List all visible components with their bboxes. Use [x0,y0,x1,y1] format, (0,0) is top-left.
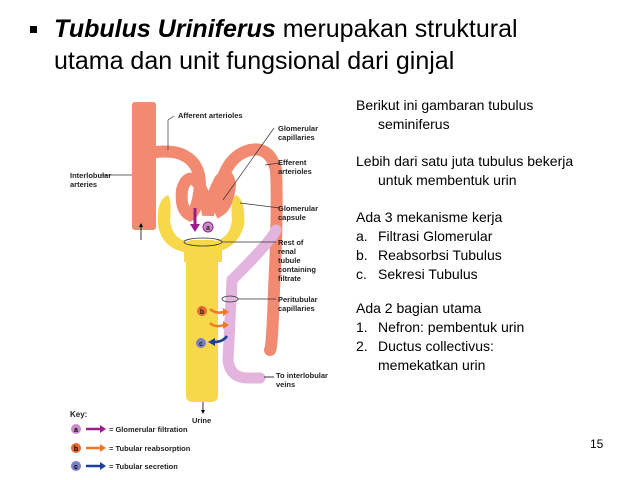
right-text-panel: Berikut ini gambaran tubulus seminiferus… [356,96,626,375]
square-bullet-icon [30,26,37,33]
title-line-2: utama dan unit fungsional dari ginjal [54,47,455,75]
label-capsule-2: capsule [278,213,306,222]
label-capsule-1: Glomerular [278,204,319,213]
part-item: 1.Nefron: pembentuk urin [356,319,525,335]
title-line-1: Tubulus Uriniferus merupakan struktural [54,14,518,45]
label-efferent-1: Efferent [278,158,307,167]
p3-heading: Ada 3 mekanisme kerja [356,209,503,225]
svg-text:b: b [74,446,78,453]
svg-text:c: c [74,464,78,471]
label-peritubular-1: Peritubular [278,295,318,304]
svg-text:c: c [199,341,203,348]
svg-text:b: b [200,309,204,316]
label-glomerular-capillaries-1: Glomerular [278,124,319,133]
key-item-a: = Glomerular filtration [109,425,188,434]
title-rest: merupakan struktural [275,15,518,43]
label-rest-2: renal [278,247,296,256]
part-item-continuation: memekatkan urin [378,357,486,373]
p1-line2: seminiferus [378,116,450,132]
label-rest-3: tubule [278,256,301,265]
interlobular-artery-shape [132,102,156,230]
part-item: 2.Ductus collectivus: [356,338,494,354]
p2-line1: Lebih dari satu juta tubulus bekerja [356,153,574,169]
label-veins-1: To interlobular [276,371,328,380]
svg-text:a: a [74,427,78,434]
label-rest-1: Rest of [278,238,304,247]
label-rest-5: filtrate [278,274,301,283]
key-item-c: = Tubular secretion [109,462,178,471]
label-glomerular-capillaries-2: capillaries [278,133,315,142]
key-title: Key: [70,410,88,419]
title-term: Tubulus Uriniferus [54,15,276,43]
peritubular-capillaries-shape [222,224,282,384]
p4-heading: Ada 2 bagian utama [356,300,482,316]
p2-line2: untuk membentuk urin [378,172,517,188]
mechanism-item: a.Filtrasi Glomerular [356,228,493,244]
mechanism-item: c.Sekresi Tubulus [356,266,478,282]
label-rest-4: containing [278,265,316,274]
label-veins-2: veins [276,380,296,389]
label-interlobular-1: Interlobular [70,171,112,180]
nephron-illustration: a b c [100,102,283,414]
label-afferent-arterioles: Afferent arterioles [178,111,243,120]
nephron-diagram: a b c Afferent arterioles Glomerular cap… [60,90,350,475]
label-interlobular-2: arteries [70,180,98,189]
mechanism-item: b.Reabsorbsi Tubulus [356,247,502,263]
svg-text:a: a [206,225,210,232]
key-item-b: = Tubular reabsorption [109,444,191,453]
renal-tubule-shape [186,240,218,402]
glomerular-capsule-shape [157,195,245,253]
key-icons: a b c [71,424,106,471]
page-number: 15 [590,437,604,451]
p1-line1: Berikut ini gambaran tubulus [356,97,534,113]
label-efferent-2: arterioles [278,167,312,176]
arteriole-loop-shape [150,143,283,356]
label-peritubular-2: capillaries [278,304,315,313]
label-urine: Urine [192,416,212,425]
